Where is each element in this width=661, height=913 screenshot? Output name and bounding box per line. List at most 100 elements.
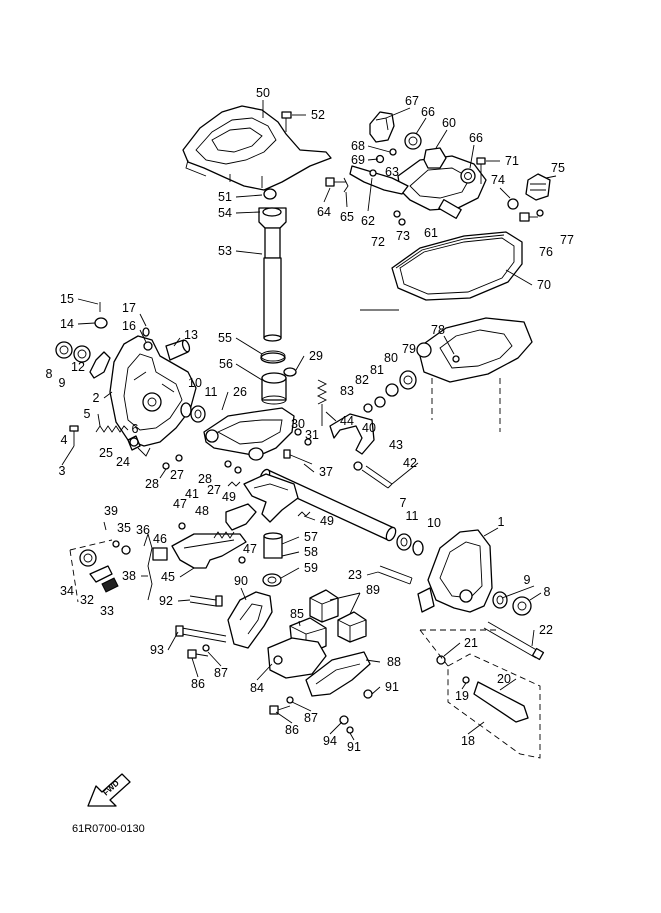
nut-91b <box>346 726 354 734</box>
callout-92: 92 <box>159 594 173 608</box>
callout-56: 56 <box>219 357 233 371</box>
callout-57: 57 <box>304 530 318 544</box>
callout-65: 65 <box>340 210 354 224</box>
callout-9: 9 <box>59 376 66 390</box>
screw-47a <box>178 522 186 530</box>
bolt-4 <box>69 425 79 446</box>
callout-21: 21 <box>464 636 478 650</box>
callout-5: 5 <box>84 407 91 421</box>
spring-49a <box>227 481 241 487</box>
callout-81: 81 <box>370 363 384 377</box>
pin-13 <box>165 339 191 361</box>
diagram-code: 61R0700-0130 <box>72 823 145 835</box>
swivel-bracket <box>203 407 295 461</box>
callout-91: 91 <box>385 680 399 694</box>
bushing-56 <box>261 372 287 405</box>
clip-33 <box>101 577 119 593</box>
callout-12: 12 <box>71 360 85 374</box>
callout-59: 59 <box>304 561 318 575</box>
plate-88 <box>305 651 371 697</box>
callout-73: 73 <box>396 229 410 243</box>
clip-29 <box>283 367 297 377</box>
washer-28a <box>162 462 170 470</box>
callout-93: 93 <box>150 643 164 657</box>
block-89b <box>337 611 367 643</box>
collar-55 <box>260 350 286 364</box>
callout-54: 54 <box>218 206 232 220</box>
callout-70: 70 <box>537 278 551 292</box>
callout-61: 61 <box>424 226 438 240</box>
callout-60: 60 <box>442 116 456 130</box>
callout-64: 64 <box>317 205 331 219</box>
holder-48 <box>225 503 257 531</box>
washer-43 <box>353 461 363 471</box>
bolt-19 <box>462 676 470 684</box>
callout-79: 79 <box>402 342 416 356</box>
block-60 <box>423 147 447 169</box>
callout-28: 28 <box>145 477 159 491</box>
callout-47: 47 <box>173 497 187 511</box>
bolt-37 <box>283 449 313 465</box>
callout-76: 76 <box>539 245 553 259</box>
bushing-11-left <box>190 405 206 423</box>
knob-75 <box>525 173 551 201</box>
callout-88: 88 <box>387 655 401 669</box>
bolt-86b <box>269 705 291 715</box>
bolt-76 <box>519 212 538 222</box>
callout-50: 50 <box>256 86 270 100</box>
callout-87: 87 <box>214 666 228 680</box>
callout-43: 43 <box>389 438 403 452</box>
washer-9-left <box>73 345 91 363</box>
washer-59 <box>262 573 282 587</box>
block-46 <box>152 547 168 561</box>
dashed-guide-right <box>419 629 500 667</box>
nut-35 <box>112 540 120 548</box>
bar-20 <box>473 681 529 723</box>
callout-6: 6 <box>132 422 139 436</box>
callout-8: 8 <box>46 367 53 381</box>
callout-87: 87 <box>304 711 318 725</box>
pin-39 <box>103 521 107 531</box>
callout-37: 37 <box>319 465 333 479</box>
callout-23: 23 <box>348 568 362 582</box>
callout-51: 51 <box>218 190 232 204</box>
callout-3: 3 <box>59 464 66 478</box>
callout-67: 67 <box>405 94 419 108</box>
spring-49b <box>297 511 311 517</box>
callout-68: 68 <box>351 139 365 153</box>
callout-11: 11 <box>406 509 419 523</box>
callout-71: 71 <box>505 154 519 168</box>
callout-13: 13 <box>184 328 198 342</box>
spring-44 <box>316 379 328 426</box>
callout-28: 28 <box>198 472 212 486</box>
fwd-arrow-icon: FWD <box>87 773 131 807</box>
callout-44: 44 <box>340 414 354 428</box>
callout-82: 82 <box>355 373 369 387</box>
callout-16: 16 <box>122 319 136 333</box>
callout-10: 10 <box>188 376 202 390</box>
callout-62: 62 <box>361 214 375 228</box>
nut-25 <box>129 437 139 447</box>
callout-24: 24 <box>116 455 130 469</box>
washer-10-left <box>180 402 192 418</box>
callout-42: 42 <box>403 456 417 470</box>
nut-72 <box>393 210 401 218</box>
spring-5 <box>95 425 129 433</box>
washer-73 <box>398 218 406 226</box>
callout-48: 48 <box>195 504 209 518</box>
callout-75: 75 <box>551 161 565 175</box>
screw-47b <box>238 556 246 564</box>
clip-24 <box>137 447 151 457</box>
callout-86: 86 <box>191 677 205 691</box>
clip-30 <box>294 428 302 436</box>
callout-35: 35 <box>117 521 131 535</box>
bolt-71 <box>476 157 486 184</box>
callout-31: 31 <box>305 428 319 442</box>
plate-78 <box>417 317 533 383</box>
callout-25: 25 <box>99 446 113 460</box>
bushing-34 <box>79 549 97 567</box>
cylinder-57 <box>263 532 283 559</box>
bushing-66b <box>460 168 476 184</box>
callout-69: 69 <box>351 153 365 167</box>
